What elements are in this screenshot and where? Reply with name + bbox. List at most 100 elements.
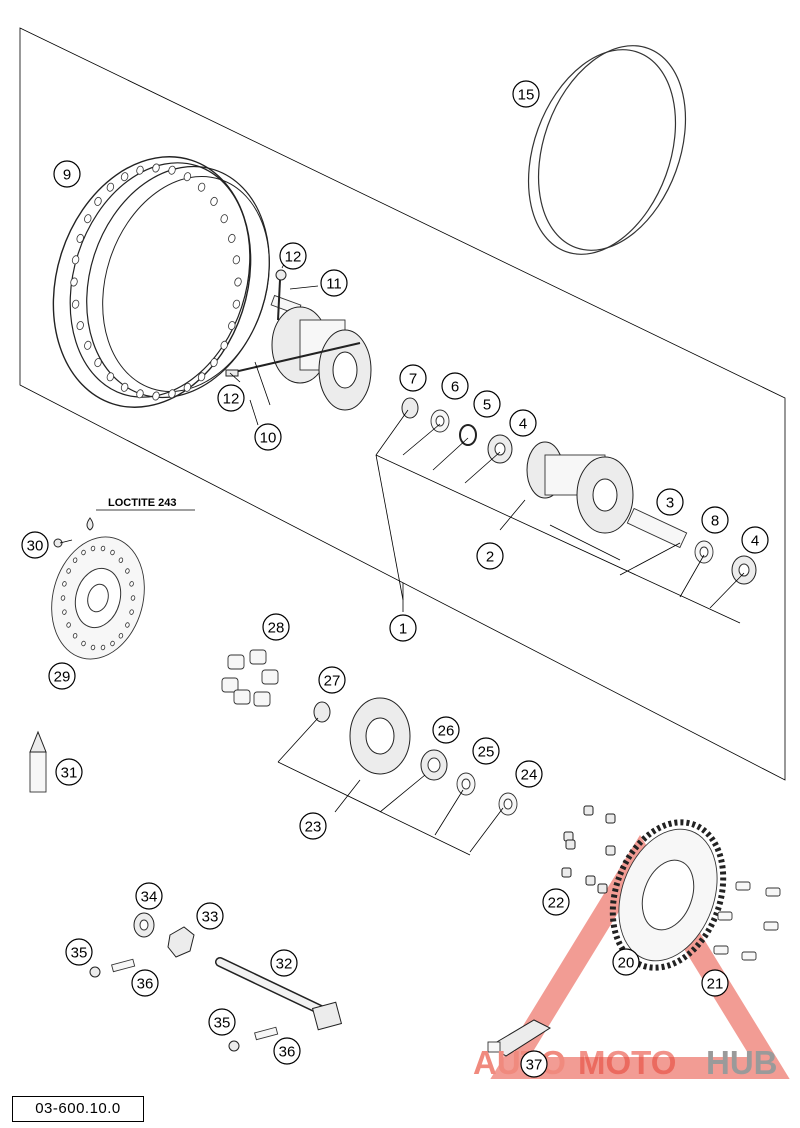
callout-number: 5 xyxy=(483,397,491,414)
brake-disc-part xyxy=(51,536,145,660)
fastener xyxy=(605,813,616,824)
callout-number: 12 xyxy=(223,391,240,408)
hole xyxy=(118,633,124,639)
callout-35: 35 xyxy=(65,938,93,966)
callout-number: 34 xyxy=(141,889,158,906)
callout-number: 36 xyxy=(137,976,154,993)
hole xyxy=(120,172,129,182)
callout-9: 9 xyxy=(53,160,81,188)
callout-21: 21 xyxy=(701,969,729,997)
loctite-tube-part xyxy=(29,730,47,793)
hole xyxy=(168,389,176,399)
svg-text:MOTO: MOTO xyxy=(578,1044,676,1081)
callout-number: 27 xyxy=(324,673,341,690)
hole xyxy=(76,233,84,243)
hole xyxy=(90,644,96,651)
callout-number: 25 xyxy=(478,744,495,761)
hub-part xyxy=(526,441,634,534)
hole xyxy=(228,321,236,331)
callout-number: 2 xyxy=(486,549,494,566)
hole xyxy=(100,545,106,552)
hole xyxy=(168,165,176,175)
sprocket-bolts-part xyxy=(713,881,781,961)
hole xyxy=(81,640,86,647)
sprocket-nuts-part xyxy=(561,805,616,894)
callout-15: 15 xyxy=(512,80,540,108)
hole xyxy=(84,214,92,224)
callout-29: 29 xyxy=(48,662,76,690)
callout-20: 20 xyxy=(612,948,640,976)
callout-36: 36 xyxy=(273,1037,301,1065)
callout-7: 7 xyxy=(399,364,427,392)
callout-28: 28 xyxy=(262,613,290,641)
hole xyxy=(94,358,102,368)
hole xyxy=(152,391,160,401)
hole xyxy=(90,545,96,552)
callout-number: 8 xyxy=(711,513,719,530)
callout-8: 8 xyxy=(701,506,729,534)
callout-26: 26 xyxy=(432,716,460,744)
callout-number: 23 xyxy=(305,819,322,836)
svg-text:HUB: HUB xyxy=(706,1044,778,1081)
fastener xyxy=(765,887,781,897)
callout-5: 5 xyxy=(473,390,501,418)
sprocket-part xyxy=(609,819,727,971)
hole xyxy=(197,182,206,192)
callout-10: 10 xyxy=(254,423,282,451)
callout-number: 35 xyxy=(71,945,88,962)
hole xyxy=(71,255,80,265)
callout-number: 31 xyxy=(61,765,78,782)
fastener xyxy=(583,805,594,816)
sprocket-carrier-row xyxy=(313,697,518,816)
fastener xyxy=(713,945,729,955)
brake-disc-holes xyxy=(60,545,136,651)
callout-number: 30 xyxy=(27,538,44,555)
fastener xyxy=(565,839,576,850)
loctite-label: LOCTITE 243 xyxy=(108,497,176,509)
hole xyxy=(84,340,92,350)
hole xyxy=(71,299,80,309)
disc-screw-part xyxy=(53,509,195,548)
callout-number: 11 xyxy=(326,276,342,293)
axle-parts xyxy=(89,912,552,1057)
callout-number: 32 xyxy=(276,956,293,973)
bearing-row-top xyxy=(401,397,513,464)
rubber-dampers-part xyxy=(221,649,279,707)
document-code: 03-600.10.0 xyxy=(12,1096,144,1122)
callout-6: 6 xyxy=(441,372,469,400)
callout-12: 12 xyxy=(279,242,307,270)
callout-12: 12 xyxy=(217,384,245,412)
hole xyxy=(106,182,115,192)
callout-11: 11 xyxy=(320,269,348,297)
fastener xyxy=(561,867,572,878)
callout-number: 12 xyxy=(285,249,302,266)
callout-number: 24 xyxy=(521,767,538,784)
hole xyxy=(60,595,66,601)
callout-4: 4 xyxy=(509,409,537,437)
callout-30: 30 xyxy=(21,531,49,559)
hole xyxy=(94,196,102,206)
callout-number: 1 xyxy=(399,621,407,638)
watermark-text: AUTO MOTO HUB xyxy=(473,1044,778,1081)
hole xyxy=(228,233,236,243)
hole xyxy=(110,549,115,556)
hole xyxy=(210,196,218,206)
hole xyxy=(100,644,106,651)
assembly-frame xyxy=(19,27,786,781)
callout-number: 9 xyxy=(63,167,71,184)
fastener xyxy=(605,845,616,856)
callout-33: 33 xyxy=(196,902,224,930)
callout-number: 26 xyxy=(438,723,455,740)
callout-1: 1 xyxy=(389,614,417,642)
callout-22: 22 xyxy=(542,888,570,916)
spacer-row xyxy=(626,507,757,585)
hole xyxy=(66,622,71,628)
hole xyxy=(152,163,160,173)
callout-number: 15 xyxy=(518,87,535,104)
callout-36: 36 xyxy=(131,969,159,997)
hole xyxy=(81,549,86,556)
hole xyxy=(130,595,136,601)
callout-number: 6 xyxy=(451,379,459,396)
callout-number: 7 xyxy=(409,371,417,388)
callout-number: 10 xyxy=(260,430,277,447)
